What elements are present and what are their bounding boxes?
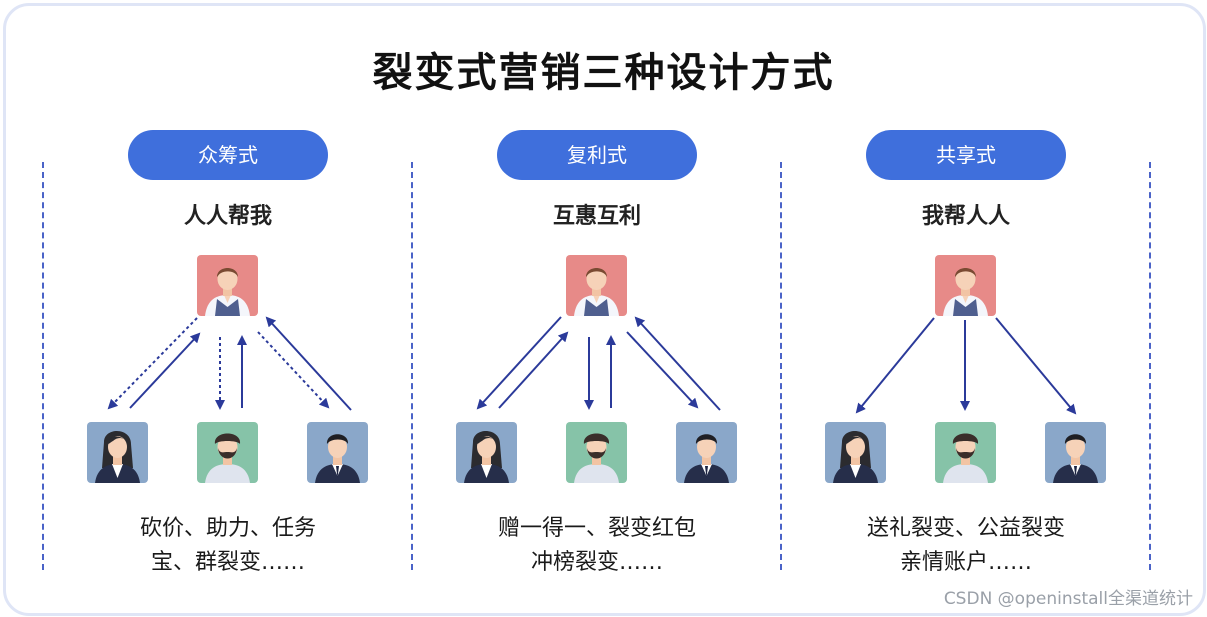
help-arrow (265, 316, 352, 411)
column-crowdfunding: 众筹式 人人帮我 砍价、助力、任务 宝、群裂变…… (58, 0, 428, 617)
page-title: 裂变式营销三种设计方式 (372, 50, 835, 96)
column-separator (780, 162, 782, 570)
column-sharing: 共享式 我帮人人 送礼裂变、公益裂变 亲情账户…… (796, 0, 1166, 617)
category-description: 砍价、助力、任务 宝、群裂变…… (58, 512, 398, 580)
category-description: 赠一得一、裂变红包 冲榜裂变…… (427, 512, 767, 580)
share-arrow (855, 317, 935, 414)
category-subtitle: 人人帮我 (183, 204, 272, 229)
request-arrow (107, 317, 198, 410)
give-arrow (626, 331, 699, 409)
description-line: 宝、群裂变…… (150, 550, 305, 575)
category-description: 送礼裂变、公益裂变 亲情账户…… (796, 512, 1136, 580)
column-compound: 复利式 互惠互利 赠一得一、裂变红包 冲榜裂变…… (427, 0, 797, 617)
return-arrow (498, 331, 569, 409)
category-subtitle: 互惠互利 (552, 204, 641, 229)
request-arrow (257, 331, 330, 409)
help-arrow (129, 332, 201, 409)
give-arrow (476, 316, 562, 410)
category-subtitle: 我帮人人 (921, 204, 1010, 229)
description-line: 赠一得一、裂变红包 (497, 516, 696, 541)
description-line: 砍价、助力、任务 (139, 516, 316, 541)
column-separator (411, 162, 413, 570)
watermark: CSDN @openinstall全渠道统计 (943, 589, 1193, 609)
description-line: 送礼裂变、公益裂变 (866, 516, 1065, 541)
category-pill: 复利式 (497, 130, 697, 180)
description-line: 亲情账户…… (899, 550, 1032, 575)
category-pill: 众筹式 (128, 130, 328, 180)
share-arrow (995, 317, 1077, 415)
column-separator (1149, 162, 1151, 570)
description-line: 冲榜裂变…… (530, 550, 663, 575)
category-pill: 共享式 (866, 130, 1066, 180)
column-separator (42, 162, 44, 570)
return-arrow (634, 316, 721, 411)
